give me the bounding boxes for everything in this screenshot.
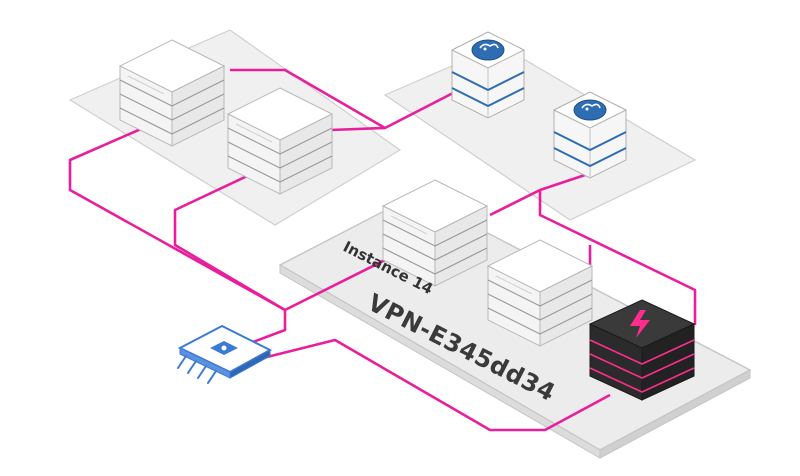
link-db2-to-appliance	[538, 190, 697, 325]
database-top[interactable]	[451, 31, 525, 119]
appliance-server[interactable]	[588, 299, 696, 401]
postgresql-icon	[471, 39, 505, 61]
lightning-bolt-icon	[630, 310, 650, 338]
link-server2-down	[173, 168, 286, 312]
link-top-to-db1	[230, 68, 456, 130]
network-gateway-chip[interactable]	[177, 324, 273, 384]
link-left-branch	[68, 123, 286, 312]
link-gateway-to-appliance	[254, 338, 611, 432]
link-gateway-main	[244, 253, 396, 347]
database-bottom[interactable]	[553, 91, 627, 179]
network-links	[68, 68, 697, 432]
link-server2-to-db1	[329, 126, 386, 132]
postgresql-icon	[573, 99, 607, 121]
network-hub-icon	[210, 341, 238, 355]
